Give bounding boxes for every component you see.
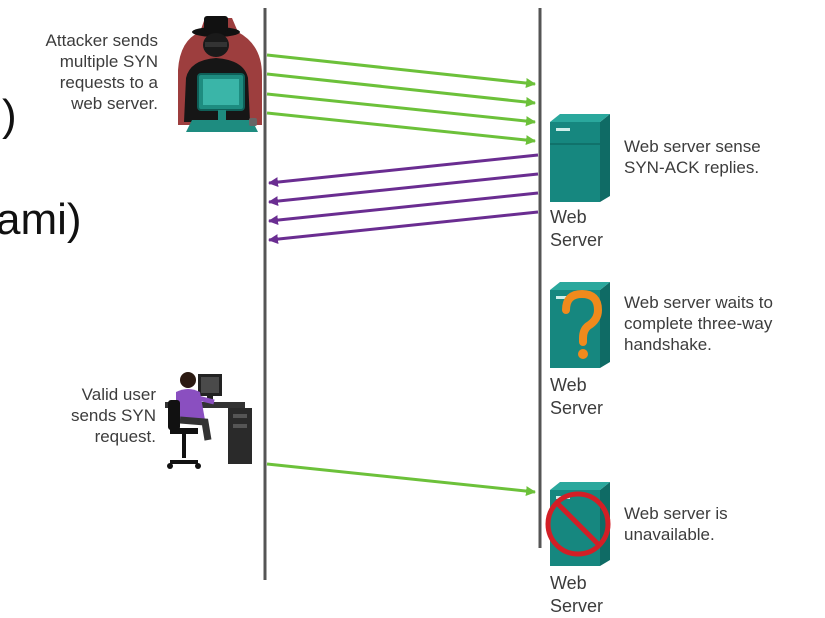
syn-ack-arrow (268, 191, 539, 226)
server-name-line: Web (550, 207, 587, 227)
syn-arrow (266, 72, 536, 108)
server-caption-line: unavailable. (624, 525, 715, 544)
server-name-line: Server (550, 230, 604, 250)
server-caption-line: complete three-way (624, 314, 773, 333)
attacker-icon (178, 16, 262, 132)
server-caption: Web server sense SYN-ACK replies. (624, 136, 761, 178)
attacker-label-line: multiple SYN (59, 52, 158, 71)
attacker-label-line: Attacker sends (45, 31, 158, 50)
server-name: Web Server (550, 206, 603, 252)
syn-ack-arrow (268, 153, 539, 188)
valid-syn-arrow (266, 462, 536, 497)
syn-arrow (266, 53, 536, 89)
server-name-line: Web (550, 375, 587, 395)
server-caption-line: SYN-ACK replies. (624, 158, 760, 177)
valid-user-label-line: sends SYN (70, 406, 156, 425)
attacker-label-line: web server. (71, 94, 158, 113)
server-caption-line: handshake. (624, 335, 712, 354)
server-caption-line: Web server is (624, 504, 728, 523)
server-name-line: Server (550, 398, 604, 418)
valid-user-label-line: Valid user (81, 385, 156, 404)
background-paren-text: ) (2, 91, 17, 140)
valid-user-icon (165, 372, 252, 469)
attacker-label: Attacker sends multiple SYN requests to … (0, 30, 158, 114)
server-name: Web Server (550, 572, 603, 618)
attacker-label-line: requests to a (59, 73, 158, 92)
question-mark-icon (562, 289, 603, 359)
prohibited-icon (545, 491, 611, 557)
server-caption-line: Web server sense (624, 137, 761, 156)
syn-arrow (266, 92, 536, 127)
server-caption: Web server waits to complete three-way h… (624, 292, 773, 355)
syn-ack-arrow (268, 210, 539, 245)
server-name: Web Server (550, 374, 603, 420)
syn-ack-arrow (268, 172, 539, 207)
server-icon (550, 114, 610, 202)
valid-user-label: Valid user sends SYN request. (0, 384, 156, 447)
valid-user-label-line: request. (94, 427, 156, 446)
syn-arrow (266, 111, 536, 146)
server-caption-line: Web server waits to (624, 293, 773, 312)
server-caption: Web server is unavailable. (624, 503, 728, 545)
background-ami-text: ami) (0, 195, 82, 244)
server-name-line: Server (550, 596, 604, 616)
server-name-line: Web (550, 573, 587, 593)
